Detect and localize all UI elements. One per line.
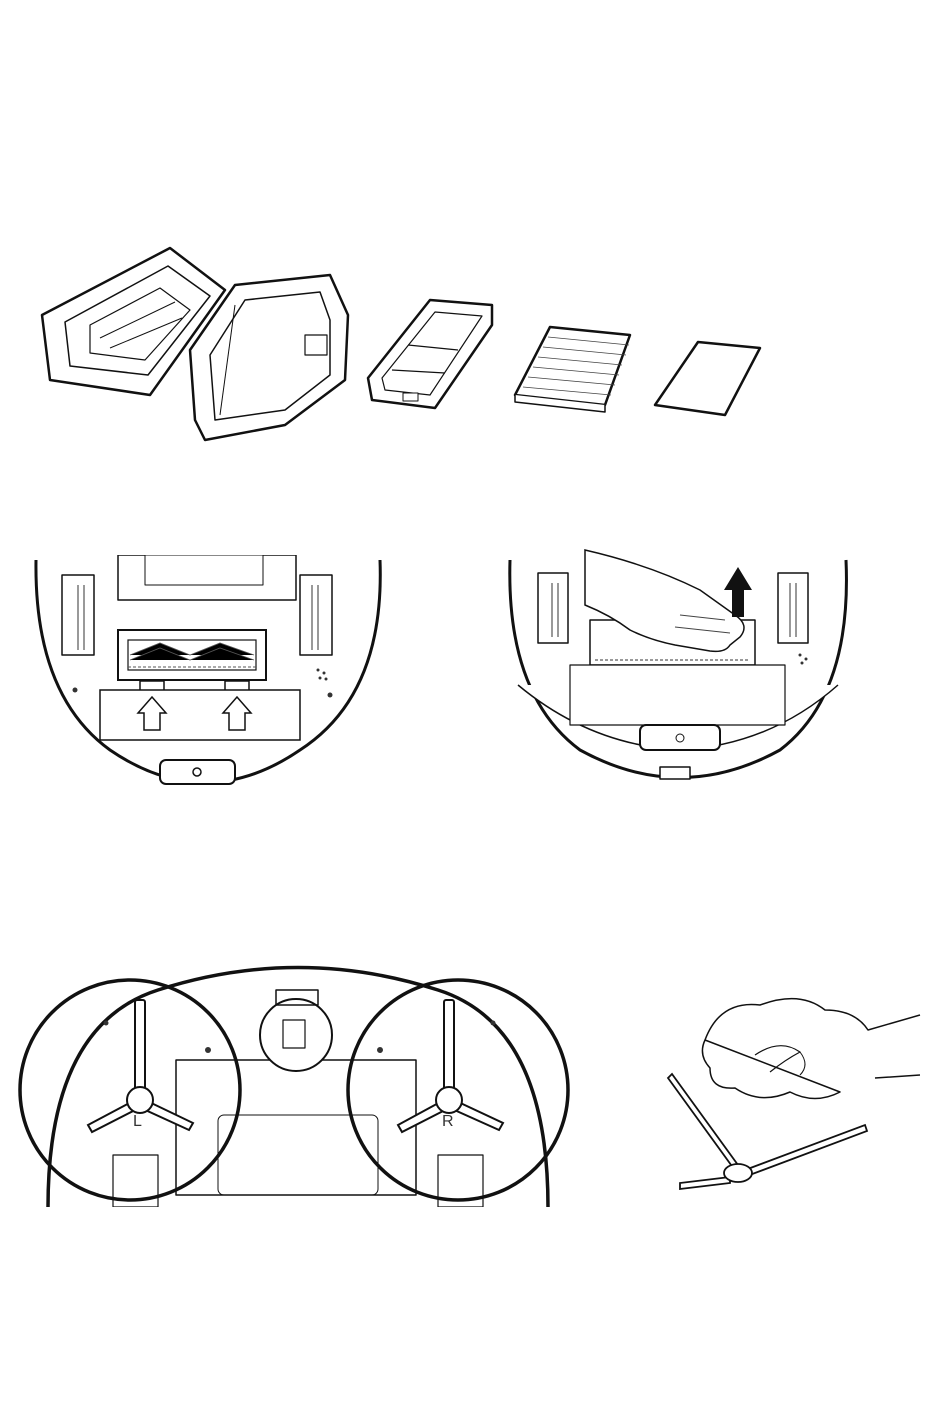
caster-wheel	[260, 999, 332, 1071]
left-wheel	[538, 573, 568, 643]
dustbin-filters-figure	[30, 230, 775, 457]
sponge-filter	[655, 342, 760, 415]
left-brush-label: L	[133, 1113, 142, 1130]
brush-cover-panel	[100, 690, 300, 740]
right-wheel	[300, 575, 332, 655]
cloth-hand	[702, 999, 920, 1099]
right-brush-label: R	[442, 1113, 454, 1130]
side-brush-cleaning-figure	[650, 980, 930, 1210]
right-wheel	[778, 573, 808, 643]
main-brush-release-figure	[30, 555, 386, 795]
main-brush-removal-figure	[500, 545, 858, 795]
hepa-filter	[515, 327, 630, 405]
side-brushes-figure: L R	[18, 965, 578, 1207]
